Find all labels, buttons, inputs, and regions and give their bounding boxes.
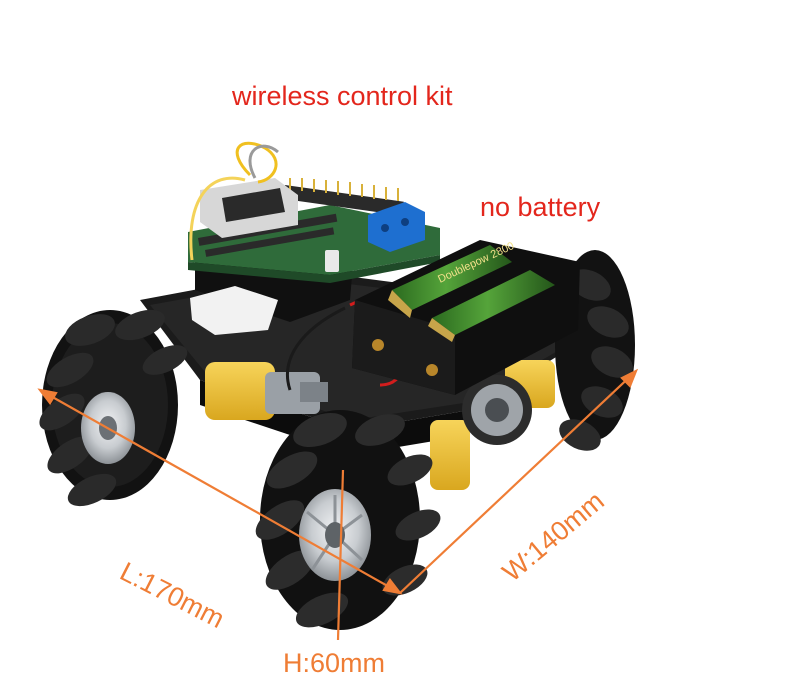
velcro-pad [190,286,278,335]
length-arrow-start [37,388,58,405]
motor-left [205,362,328,420]
rear-left-mecanum-wheel [39,309,188,507]
kit-label: wireless control kit [232,81,453,111]
power-terminal [368,202,425,252]
battery-cell-left [388,245,512,318]
height-label: H:60mm [283,648,386,678]
battery-holder: Doublepow 2800 [352,240,580,395]
motor-right [430,360,555,490]
front-left-mecanum-wheel [255,410,441,630]
battery-cell-right [428,270,555,342]
height-dimension-line [336,469,345,641]
dimension-lines [37,368,639,641]
battery-note-label: no battery [480,192,601,222]
width-arrow-end [620,368,639,388]
width-dimension-line [399,370,637,594]
length-arrow-end [382,578,403,595]
